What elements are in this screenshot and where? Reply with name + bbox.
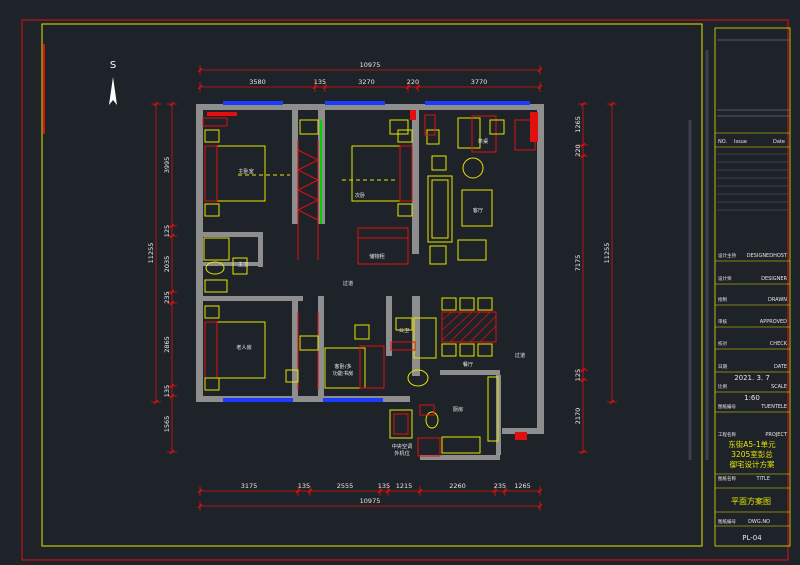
tb-field-en: DESIGNER [761,276,787,282]
north-arrow: S [109,60,117,105]
title-block: NO. Issue Date 设计主持 DESIGNEDHOST 设计师 DESIGN… [688,27,791,547]
tb-field-cn: 校对 [718,340,727,347]
room-label-second: 次卧 [355,191,365,199]
dwgno-value: PL-04 [742,534,762,542]
dim-right-label: 2170 [574,408,582,425]
dim-bottom-total-label: 10975 [360,497,381,505]
dim-top-total-label: 10975 [360,61,381,69]
dim-bottom-label: 1215 [396,482,413,490]
room-label-tea: 茶桌 [478,137,488,145]
dim-top-label: 3580 [249,78,266,86]
project-label-cn: 工程名称 [718,431,736,438]
tb-field-en: DESIGNEDHOST [747,253,788,259]
room-label-guest: 客卧/多功能书房 [333,362,354,377]
room-label-wardrobe: 储物柜 [369,252,385,260]
accent-marks [207,110,538,440]
dim-bottom-label: 235 [494,482,506,490]
room-label-kitchen: 厨房 [453,405,463,413]
dim-top-label: 3770 [471,78,488,86]
dim-left-label: 2865 [163,336,171,353]
side-stamp-lines [688,50,709,460]
project-name-line: 东街A5-1单元 [728,439,776,449]
dim-left-label: 135 [163,385,171,397]
tb-field-en: SCALE [771,384,787,390]
room-label-bath1: 主卫 [238,260,248,268]
tb-field-en: DATE [774,364,787,370]
dim-right-label: 1265 [574,116,582,133]
dim-bottom-label: 135 [378,482,390,490]
tb-field-en: DRAWN [768,297,787,303]
room-label-bath2: 公卫 [399,327,409,334]
issue-no-header: NO. [718,139,727,145]
dim-bottom-label: 1265 [514,482,531,490]
tb-field-value: 2021. 3. 7 [734,374,770,382]
project-name-line: 3205室彭总 [731,449,773,459]
dim-right-label: 7175 [574,255,582,272]
dim-left-label: 3995 [163,157,171,174]
tb-field-en: APPROVED [760,319,787,325]
dim-top-label: 220 [407,78,419,86]
project-label-en: PROJECT [765,432,788,438]
dim-left-total-label: 11255 [147,243,155,264]
dim-left-label: 125 [163,225,171,237]
dim-bottom-label: 135 [298,482,310,490]
dim-left-label: 235 [163,291,171,303]
tb-field-cn: 图纸编号 [718,403,736,410]
title-label-cn: 图纸名称 [718,475,736,482]
furniture [202,114,536,457]
dim-left-label: 1565 [163,416,171,433]
north-label: S [110,60,116,71]
title-name: 平面方案图 [731,496,771,506]
outer-frame [21,19,789,561]
dwgno-label-en: DWG.NO [748,519,770,525]
dim-bottom-label: 2260 [449,482,466,490]
room-label-dining: 餐厅 [463,360,473,368]
dim-bottom-label: 3175 [241,482,258,490]
inner-frame [41,23,703,547]
dim-right-total-label: 11255 [603,243,611,264]
room-label-living: 客厅 [473,206,483,214]
dim-right-label: 125 [574,369,582,381]
issue-issue-header: Issue [734,139,747,145]
dimension-lines: 10975 3580 135 3270 220 3770 3175 135 2555 135 121… [147,61,617,511]
tb-field-en: CHECK [770,341,788,347]
tb-field-value: 1:60 [744,394,760,402]
tb-field-cn: 比例 [718,383,727,390]
title-label-en: TITLE [755,476,770,482]
room-label-elder: 老人房 [236,343,252,351]
tb-field-cn: 绘制 [718,296,727,303]
walls [196,104,544,460]
room-label-master: 主卧室 [238,167,254,175]
tb-field-cn: 设计师 [718,275,732,282]
dim-top-label: 135 [314,78,326,86]
room-labels: 主卧室次卧客厅茶桌储物柜主卫过道老人房客卧/多功能书房公卫餐厅过道厨房中央空调外… [236,137,525,457]
issue-date-header: Date [773,139,785,145]
room-label-hall1: 过道 [343,279,353,287]
windows [223,101,530,402]
tb-field-cn: 日期 [718,364,727,370]
dwgno-label-cn: 图纸编号 [718,518,736,525]
room-label-ac: 中央空调外机位 [392,442,413,457]
project-name-line: 御宅设计方案 [730,459,775,469]
tb-field-cn: 设计主持 [718,252,736,259]
issue-rows [717,153,790,211]
dim-top-label: 3270 [358,78,375,86]
dim-bottom-label: 2555 [337,482,354,490]
tb-field-cn: 审核 [718,318,727,325]
room-label-hall2: 过道 [515,351,525,359]
tb-field-en: TUENTELE [760,404,787,410]
dim-right-label: 220 [574,144,582,156]
dim-left-label: 2035 [163,256,171,273]
north-arrow-icon [109,77,117,105]
